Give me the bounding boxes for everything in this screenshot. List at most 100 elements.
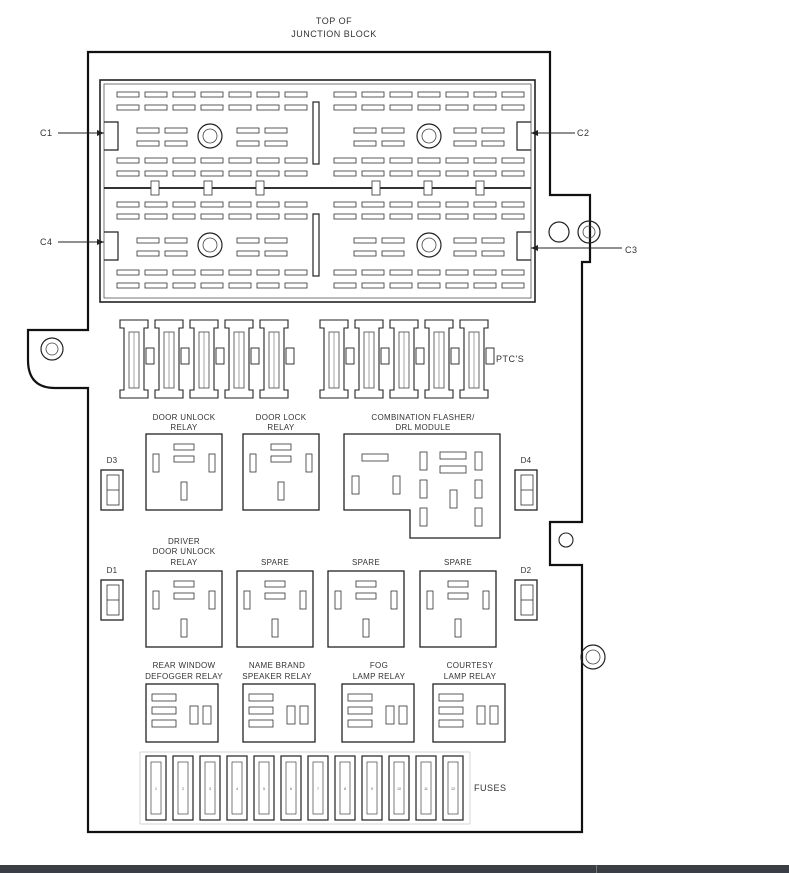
- svg-text:C1: C1: [40, 128, 53, 138]
- ptc-holder: [424, 319, 460, 399]
- connector-pin: [136, 140, 160, 147]
- connector-pin: [445, 282, 469, 289]
- driver-door-unlock-relay-label-3: RELAY: [170, 558, 198, 567]
- connector-callout-c4: C4: [40, 237, 104, 247]
- connector-pin: [200, 201, 224, 208]
- fuse-number: 7: [317, 787, 319, 791]
- name-brand-speaker-relay-label-1: NAME BRAND: [249, 661, 305, 670]
- fuse-number: 10: [397, 787, 401, 791]
- ptcs-label: PTC'S: [496, 354, 524, 364]
- rear-window-defogger-relay-label-2: DEFOGGER RELAY: [145, 672, 223, 681]
- connector-pin: [228, 104, 252, 111]
- connector-pin: [144, 201, 168, 208]
- connector-pin: [389, 269, 413, 276]
- spare-relay-2-label: SPARE: [352, 558, 380, 567]
- connector-pin: [256, 157, 280, 164]
- connector-pin: [172, 201, 196, 208]
- fuse-slot: 10: [388, 755, 410, 821]
- spare-relay-3-label: SPARE: [444, 558, 472, 567]
- fuse-number: 3: [209, 787, 211, 791]
- connector-pin: [417, 170, 441, 177]
- fuse-slot: 6: [280, 755, 302, 821]
- connector-pin: [333, 282, 357, 289]
- connector-pin: [144, 104, 168, 111]
- connector-pin: [116, 170, 140, 177]
- connector-pin: [116, 213, 140, 220]
- connector-pin: [264, 250, 288, 257]
- fuse-slot: 2: [172, 755, 194, 821]
- connector-pin: [116, 201, 140, 208]
- connector-pin: [417, 269, 441, 276]
- header-line1: TOP OF: [316, 16, 352, 26]
- fuse-slot: 3: [199, 755, 221, 821]
- ptc-holder: [319, 319, 355, 399]
- flasher-module-label-1: COMBINATION FLASHER/: [371, 413, 475, 422]
- alignment-hole-c3: [416, 232, 442, 258]
- connector-pin: [284, 170, 308, 177]
- connector-pin: [417, 282, 441, 289]
- door-unlock-relay-label-1: DOOR UNLOCK: [153, 413, 216, 422]
- connector-pin: [445, 269, 469, 276]
- diode-d4-label: D4: [521, 456, 532, 465]
- connector-pin: [333, 213, 357, 220]
- connector-pin: [284, 269, 308, 276]
- fuse-slot: 9: [361, 755, 383, 821]
- connector-pin: [333, 91, 357, 98]
- connector-pin: [361, 170, 385, 177]
- rear-window-defogger-relay-label-1: REAR WINDOW: [153, 661, 216, 670]
- connector-pin: [473, 157, 497, 164]
- connector-pin: [445, 213, 469, 220]
- svg-text:C2: C2: [577, 128, 590, 138]
- connector-pin: [172, 213, 196, 220]
- fog-lamp-relay-label-2: LAMP RELAY: [353, 672, 406, 681]
- connector-pin: [144, 170, 168, 177]
- relay-socket: [327, 570, 405, 648]
- connector-pin: [144, 282, 168, 289]
- ptc-holder: [224, 319, 260, 399]
- relay-socket: [432, 683, 506, 743]
- fuse-slot: 1: [145, 755, 167, 821]
- header-line2: JUNCTION BLOCK: [291, 29, 377, 39]
- fuses-label: FUSES: [474, 783, 507, 793]
- relay-socket: [419, 570, 497, 648]
- connector-pin: [361, 269, 385, 276]
- relay-socket: [145, 683, 219, 743]
- connector-pin: [389, 170, 413, 177]
- connector-pin: [172, 282, 196, 289]
- connector-pin: [200, 170, 224, 177]
- fuse-number: 1: [155, 787, 157, 791]
- connector-pin: [264, 237, 288, 244]
- connector-pin: [236, 250, 260, 257]
- connector-pin: [389, 104, 413, 111]
- fuse-number: 11: [424, 787, 428, 791]
- ptc-holder: [154, 319, 190, 399]
- diode-socket: [100, 579, 124, 621]
- connector-pin: [417, 157, 441, 164]
- connector-pin: [200, 282, 224, 289]
- connector-pin: [417, 201, 441, 208]
- connector-pin: [284, 157, 308, 164]
- connector-pin: [256, 282, 280, 289]
- connector-pin: [333, 269, 357, 276]
- connector-pin: [228, 213, 252, 220]
- connector-pin: [353, 250, 377, 257]
- connector-pin: [116, 269, 140, 276]
- fuse-slot: 7: [307, 755, 329, 821]
- connector-pin: [353, 237, 377, 244]
- courtesy-lamp-relay-label-2: LAMP RELAY: [444, 672, 497, 681]
- connector-pin: [501, 269, 525, 276]
- connector-pin: [256, 104, 280, 111]
- connector-pin: [172, 91, 196, 98]
- connector-pin: [164, 140, 188, 147]
- connector-pin: [228, 269, 252, 276]
- connector-pin: [473, 269, 497, 276]
- connector-pin: [236, 127, 260, 134]
- connector-pin: [381, 127, 405, 134]
- bottom-bar: [0, 865, 789, 873]
- connector-area: [99, 79, 536, 303]
- fuse-slot: 8: [334, 755, 356, 821]
- connector-pin: [453, 237, 477, 244]
- relay-socket: [341, 683, 415, 743]
- connector-pin: [172, 157, 196, 164]
